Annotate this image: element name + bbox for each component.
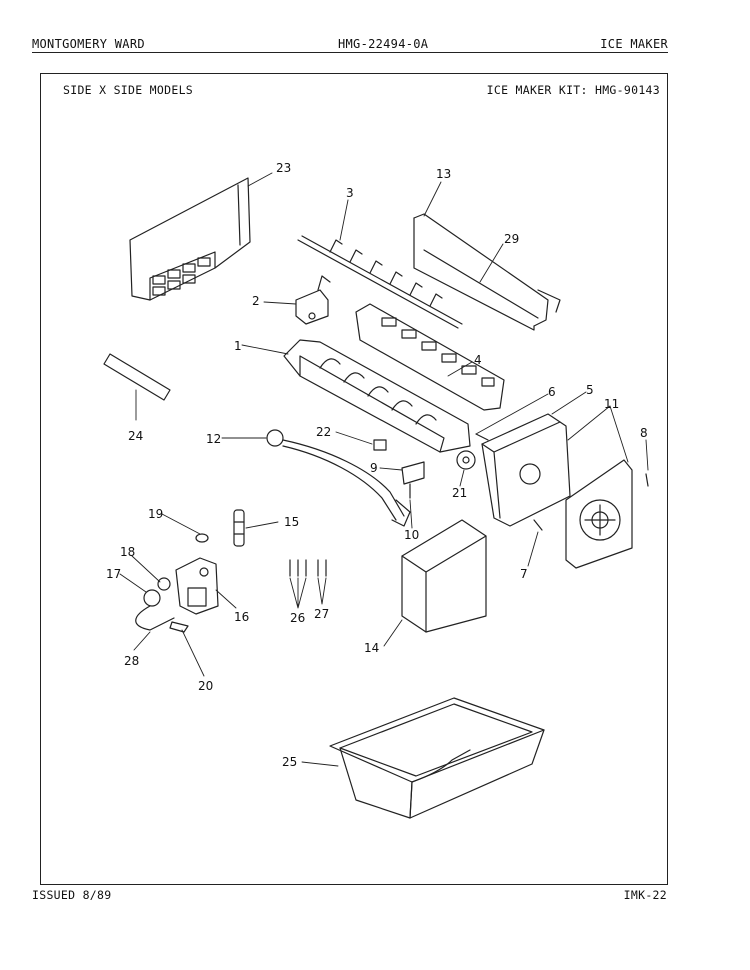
callout-24: 24 — [128, 429, 143, 443]
diagram-frame — [40, 73, 668, 885]
callout-14: 14 — [364, 641, 379, 655]
part-16-valve — [175, 557, 219, 615]
part-1-mold — [283, 339, 471, 453]
part-11-motor — [565, 459, 633, 569]
part-14-cover — [401, 519, 487, 633]
part-6-screw — [475, 433, 489, 441]
part-18-fitting — [157, 577, 171, 591]
callout-13: 13 — [436, 167, 451, 181]
callout-25: 25 — [282, 755, 297, 769]
part-7-screw — [533, 519, 543, 531]
callout-29: 29 — [504, 232, 519, 246]
callout-21: 21 — [452, 486, 467, 500]
callout-18: 18 — [120, 545, 135, 559]
callout-labels: 23 3 13 29 2 1 4 6 5 11 8 12 22 9 10 21 … — [106, 161, 648, 769]
part-25-bucket — [329, 697, 545, 819]
callout-3: 3 — [346, 186, 354, 200]
part-21-gear — [456, 450, 476, 470]
callout-12: 12 — [206, 432, 221, 446]
part-12-harness — [266, 429, 411, 527]
callout-5: 5 — [586, 383, 594, 397]
callout-27: 27 — [314, 607, 329, 621]
part-24-fill-tube — [103, 353, 171, 401]
header-rule — [32, 52, 668, 53]
part-28-water-line — [135, 605, 175, 631]
callout-2: 2 — [252, 294, 260, 308]
part-2-thermostat — [295, 275, 331, 325]
part-3-ejector — [297, 235, 463, 329]
callout-1: 1 — [234, 339, 242, 353]
callout-7: 7 — [520, 567, 528, 581]
callout-28: 28 — [124, 654, 139, 668]
part-8-screw — [645, 473, 649, 487]
models-label: SIDE X SIDE MODELS — [63, 83, 194, 97]
model-number: HMG-22494-0A — [338, 37, 429, 51]
callout-23: 23 — [276, 161, 291, 175]
part-26-screws — [289, 559, 307, 577]
part-20-clip — [169, 621, 189, 633]
part-15-grommet — [233, 509, 245, 547]
part-17-fitting — [143, 589, 161, 607]
callout-20: 20 — [198, 679, 213, 693]
callout-19: 19 — [148, 507, 163, 521]
kit-label: ICE MAKER KIT: HMG-90143 — [486, 83, 660, 97]
callout-4: 4 — [474, 353, 482, 367]
part-27-screws — [317, 559, 327, 577]
section-title: ICE MAKER — [600, 37, 668, 51]
callout-17: 17 — [106, 567, 121, 581]
callout-16: 16 — [234, 610, 249, 624]
part-4-stripper — [355, 303, 505, 411]
callout-9: 9 — [370, 461, 378, 475]
callout-15: 15 — [284, 515, 299, 529]
callout-6: 6 — [548, 385, 556, 399]
part-13-bracket — [413, 213, 561, 331]
part-9-switch — [401, 461, 425, 485]
callout-26: 26 — [290, 611, 305, 625]
part-19-nut — [195, 533, 209, 543]
leader-lines — [119, 172, 649, 767]
part-23-cover — [129, 177, 251, 301]
page-code: IMK-22 — [623, 888, 667, 902]
callout-10: 10 — [404, 528, 419, 542]
brand-label: MONTGOMERY WARD — [32, 37, 145, 51]
callout-22: 22 — [316, 425, 331, 439]
part-5-housing — [481, 413, 571, 527]
callout-11: 11 — [604, 397, 619, 411]
part-22-clip — [373, 439, 387, 451]
callout-8: 8 — [640, 426, 648, 440]
issued-date: ISSUED 8/89 — [32, 888, 112, 902]
